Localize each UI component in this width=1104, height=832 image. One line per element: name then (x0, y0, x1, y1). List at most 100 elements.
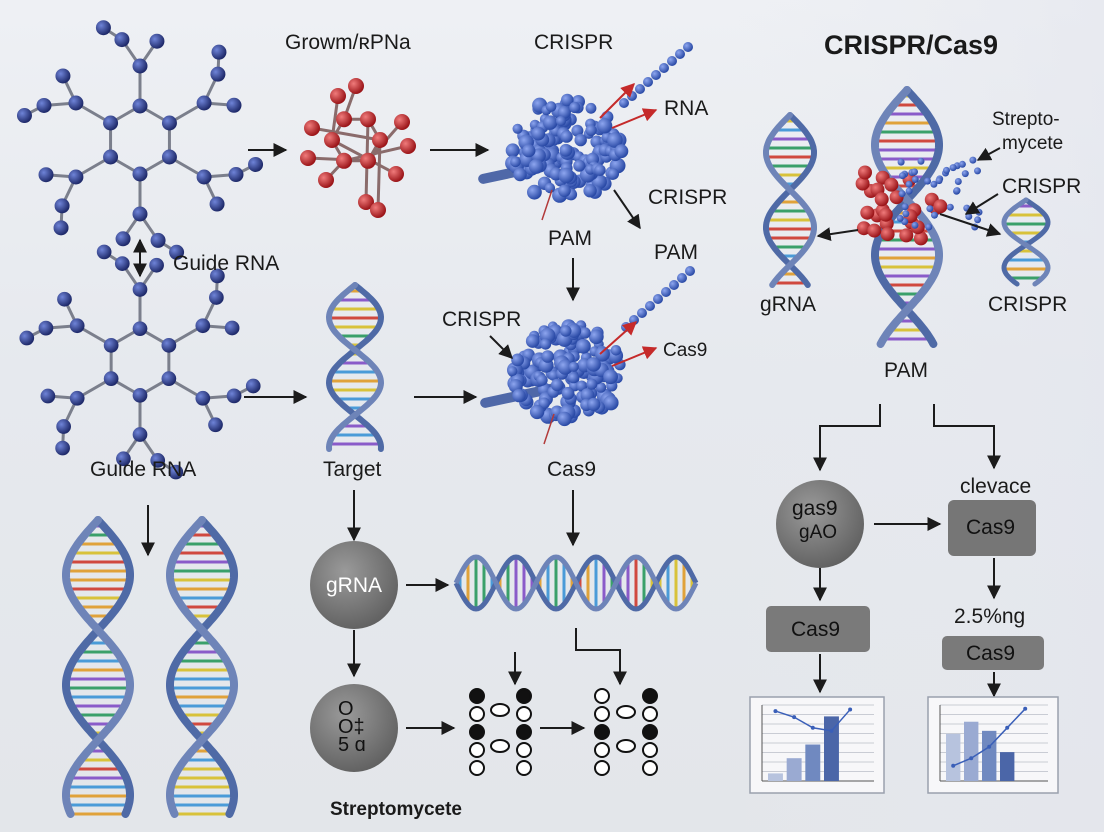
protein-sphere (544, 182, 556, 194)
filled-circle-glyph (642, 688, 658, 704)
label-symbol-node: Ο Ο‡ 5 ɑ (338, 698, 366, 756)
binding-red-sphere (858, 165, 872, 180)
binding-blue-sphere (924, 177, 931, 185)
protein-sphere (505, 143, 520, 158)
protein-sphere (586, 378, 598, 390)
label-gas9-line1: gas9 (792, 497, 838, 520)
arrow-crispr-label (964, 193, 999, 215)
molecule-atom (103, 115, 119, 131)
protein-sphere (551, 378, 564, 392)
red-molecule-atom (300, 150, 316, 166)
red-molecule-bond (376, 139, 382, 211)
molecule-atom (196, 95, 212, 111)
molecule-atom (224, 320, 240, 336)
molecule-atom (150, 232, 166, 248)
molecule-atom (161, 149, 177, 165)
protein-sphere (557, 411, 572, 427)
molecule-atom (161, 115, 177, 131)
red-molecule-atom (400, 138, 416, 154)
molecule-atom (132, 206, 148, 222)
molecule-atom (57, 291, 72, 307)
protein-tail-sphere (643, 77, 653, 87)
protein-sphere (558, 184, 571, 198)
binding-red-sphere (884, 177, 899, 192)
molecule-atom (114, 32, 130, 48)
chart-bar (982, 730, 997, 781)
helix-backbone (871, 86, 943, 348)
protein-sphere (513, 167, 527, 182)
protein-tail-sphere (675, 49, 685, 59)
molecule-atom (69, 318, 85, 334)
label-crispr-arrow: CRISPR (442, 308, 522, 331)
protein-tail-sphere (651, 70, 661, 80)
binding-blue-sphere (974, 216, 982, 224)
red-molecule-atom (358, 194, 374, 210)
protein-sphere (525, 334, 540, 348)
molecule-atom (103, 371, 119, 387)
chart-bar (805, 744, 821, 781)
protein-sphere (573, 159, 586, 172)
molecule-atom (96, 244, 112, 260)
molecule-atom (132, 282, 148, 297)
helix-backbone (453, 554, 699, 612)
cas9-box-small (942, 636, 1044, 670)
protein-sphere (527, 184, 542, 200)
arrow-strepto-label (976, 147, 1001, 161)
red-molecule-atom (360, 152, 376, 169)
binding-blue-sphere (958, 160, 966, 168)
arrow-pam-to-gas9 (813, 404, 881, 472)
protein-tail-sphere (635, 84, 645, 94)
label-crispr-right-1: CRISPR (1002, 175, 1082, 198)
title-crispr-cas9: CRISPR/Cas9 (824, 30, 999, 60)
molecule-atom (55, 440, 70, 456)
molecule-atom (68, 169, 84, 185)
hollow-circle-glyph (469, 706, 485, 722)
red-molecule-atom (304, 120, 320, 136)
molecule-atom (132, 427, 148, 442)
protein-sphere (510, 156, 521, 168)
molecule-atom (169, 244, 185, 260)
protein-sphere (529, 404, 545, 420)
hollow-circle-glyph (594, 760, 610, 776)
chart-bar (946, 733, 961, 781)
binding-red-sphere (867, 223, 882, 238)
red-molecule-atom (372, 132, 388, 148)
protein-sphere (585, 124, 597, 136)
molecule-atom (161, 371, 177, 387)
molecule-atom (132, 58, 148, 74)
hollow-circle-glyph (594, 742, 610, 758)
binding-blue-sphere (935, 177, 943, 185)
red-molecule-atom (324, 132, 340, 148)
protein-tail-sphere (645, 301, 655, 311)
molecule-atom (209, 290, 224, 305)
molecule-atom (40, 388, 56, 404)
binding-red-sphere (860, 205, 875, 220)
protein-sphere (614, 144, 629, 159)
molecule-atom (211, 44, 227, 60)
protein-strand (543, 413, 555, 445)
hollow-circle-glyph (516, 760, 532, 776)
flow-arrows (133, 143, 1002, 735)
molecule-atom (245, 378, 261, 394)
filled-circle-glyph (516, 688, 532, 704)
molecule-atom (196, 169, 212, 185)
binding-red-sphere (878, 207, 893, 222)
hollow-circle-glyph (642, 760, 658, 776)
red-molecule-atom (394, 114, 410, 130)
cas9-protein-cluster-middle (480, 266, 695, 445)
binding-red-sphere (899, 228, 914, 243)
label-gas9-line2: gAO (799, 522, 838, 543)
label-cas9-box-right: Cas9 (966, 516, 1016, 539)
label-pam-right: PAM (654, 241, 698, 264)
chart-line-point (969, 756, 974, 761)
label-grown-rpna: Growm/ʀPNa (285, 31, 411, 54)
protein-sphere (583, 184, 597, 198)
filled-circle-glyph (516, 724, 532, 740)
gas9-node (776, 480, 864, 568)
protein-sphere (576, 338, 591, 354)
protein-sphere (543, 115, 558, 130)
molecule-atom (132, 98, 148, 114)
protein-sphere (587, 397, 601, 411)
label-crispr-top: CRISPR (534, 31, 614, 54)
hollow-circle-glyph (516, 706, 532, 722)
